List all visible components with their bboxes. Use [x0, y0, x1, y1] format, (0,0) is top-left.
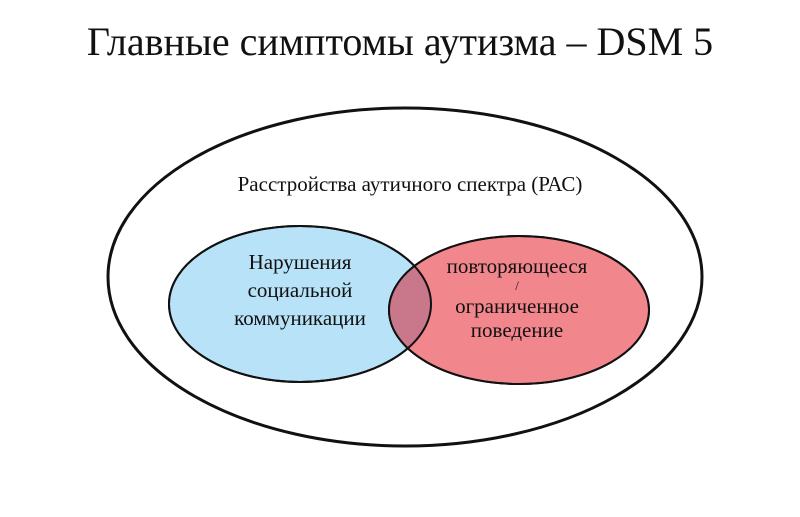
- social-communication-line: Нарушения: [248, 250, 352, 274]
- restricted-behavior-line: ограниченное: [455, 294, 579, 318]
- social-communication-outline: [168, 225, 432, 383]
- slide-title: Главные симптомы аутизма – DSM 5: [86, 19, 714, 64]
- asd-label: Расстройства аутичного спектра (РАС): [237, 172, 583, 196]
- restricted-behavior-outline: [388, 235, 650, 385]
- restricted-behavior-line: поведение: [470, 318, 564, 342]
- social-communication-label: Нарушения социальной коммуникации: [200, 248, 400, 332]
- social-communication-line: коммуникации: [234, 306, 366, 330]
- restricted-behavior-label: повторяющееся / ограниченное поведение: [412, 254, 622, 342]
- restricted-behavior-line: повторяющееся: [446, 254, 588, 278]
- social-communication-line: социальной: [247, 278, 353, 302]
- slash-separator: /: [515, 278, 519, 293]
